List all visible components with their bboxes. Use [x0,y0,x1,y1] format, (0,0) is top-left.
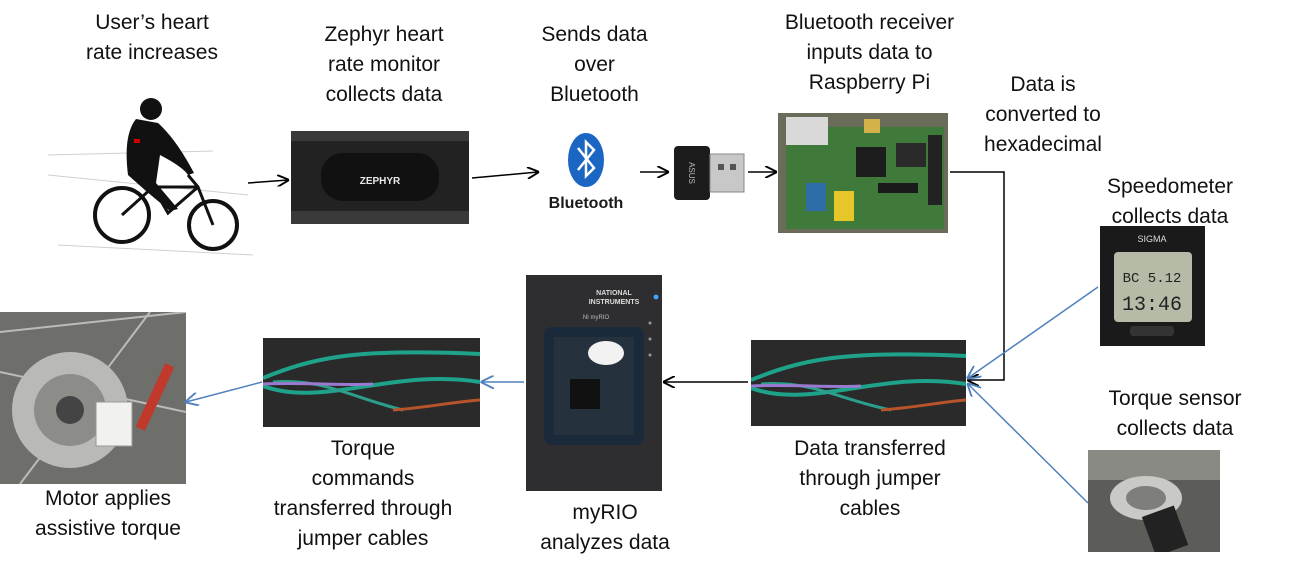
label-line: through jumper [799,467,941,490]
label-heart-rate: User’s heart rate increases [52,8,252,68]
arrow-cyclist-to-zephyr [247,180,288,183]
label-line: analyzes data [540,531,670,554]
label-line: collects data [325,83,443,106]
myrio-image: NATIONAL INSTRUMENTS NI myRIO [526,275,662,491]
label-line: inputs data to [806,41,933,64]
speedometer-image: SIGMA BC 5.12 13:46 [1100,226,1205,346]
bluetooth-logo-text: Bluetooth [549,195,624,212]
zephyr-logo-text: ZEPHYR [360,176,401,187]
label-line: Zephyr heart [324,23,444,46]
speedometer-reading-1: BC 5.12 [1123,271,1182,287]
label-line: converted to [985,103,1101,126]
label-line: Torque [330,437,396,460]
label-line: collects data [1116,417,1234,440]
arrow-torque-sensor-to-jumper [968,384,1089,504]
arrow-zephyr-to-bluetooth [471,172,538,178]
label-line: assistive torque [35,517,181,540]
arrow-speedometer-to-jumper [968,286,1099,378]
bluetooth-dongle-image: ASUS [670,140,746,206]
label-line: rate increases [86,41,218,64]
label-line: transferred through [273,497,453,520]
speedometer-reading-2: 13:46 [1122,294,1182,317]
label-receiver: Bluetooth receiver inputs data to Raspbe… [762,8,977,98]
motor-image [0,312,186,484]
label-line: Motor applies [44,487,172,510]
label-line: hexadecimal [984,133,1102,156]
label-line: Data transferred [794,437,946,460]
label-line: Sends data [541,23,648,46]
label-line: Data is [1010,73,1076,96]
label-line: Raspberry Pi [808,71,931,94]
label-zephyr: Zephyr heart rate monitor collects data [284,20,484,110]
label-line: Bluetooth [550,83,639,106]
raspberry-pi-image [778,113,948,233]
label-line: myRIO [572,501,638,524]
myrio-brand-1: NATIONAL [596,290,632,297]
cyclist-image [48,98,253,256]
arrow-jumper-to-motor [186,381,263,402]
label-bluetooth: Sends data over Bluetooth [512,20,677,110]
label-line: commands [311,467,415,490]
label-line: collects data [1111,205,1229,228]
myrio-model-text: NI myRIO [583,315,610,321]
label-line: jumper cables [297,527,429,550]
myrio-brand-2: INSTRUMENTS [589,299,640,306]
bluetooth-logo-image: Bluetooth [540,130,636,215]
zephyr-monitor-image: ZEPHYR [291,131,469,224]
label-line: Bluetooth receiver [784,11,955,34]
dongle-brand-text: ASUS [687,162,696,184]
label-line: Torque sensor [1108,387,1242,410]
jumper-cables-in-image [751,340,966,426]
label-torque-sensor: Torque sensor collects data [1090,384,1260,444]
label-jumper-out: Torque commands transferred through jump… [258,434,468,554]
label-myrio: myRIO analyzes data [520,498,690,558]
label-line: Speedometer [1106,175,1234,198]
label-speedometer: Speedometer collects data [1090,172,1250,232]
label-line: over [574,53,615,76]
speedometer-brand-text: SIGMA [1137,234,1166,244]
label-line: cables [839,497,901,520]
torque-sensor-image [1088,450,1220,552]
label-jumper-in: Data transferred through jumper cables [770,434,970,524]
label-hex: Data is converted to hexadecimal [968,70,1118,160]
jumper-cables-out-image [263,338,480,427]
label-motor: Motor applies assistive torque [18,484,198,544]
label-line: rate monitor [327,53,441,76]
label-line: User’s heart [95,11,209,34]
